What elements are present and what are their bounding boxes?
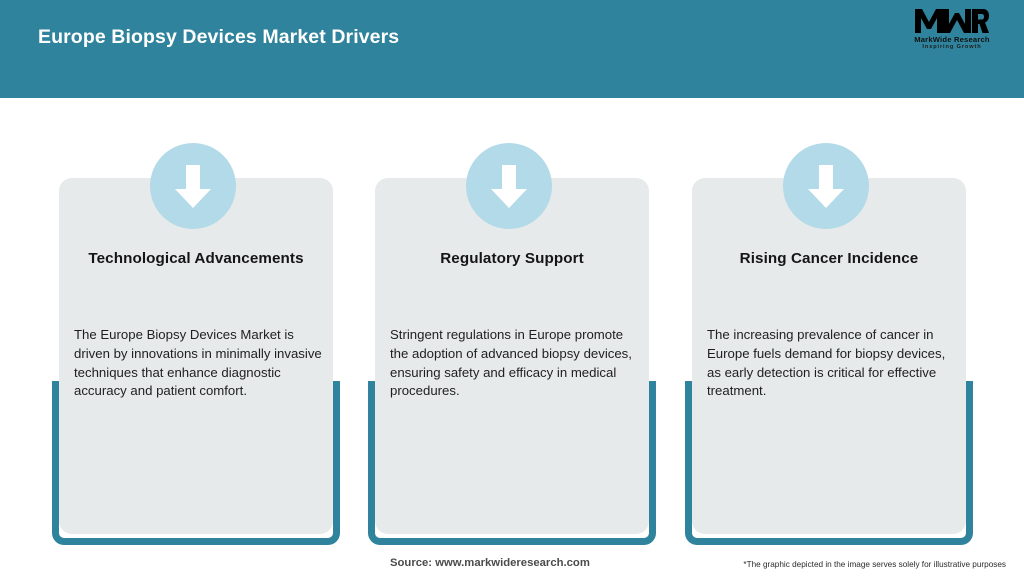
page-header: Europe Biopsy Devices Market Drivers Mar… (0, 0, 1024, 98)
logo-company-name: MarkWide Research (914, 35, 990, 44)
down-arrow-icon (783, 143, 869, 229)
card-title: Rising Cancer Incidence (739, 250, 919, 267)
card-description: The increasing prevalence of cancer in E… (707, 327, 946, 399)
card-teal-bracket (685, 381, 973, 545)
page-title: Europe Biopsy Devices Market Drivers (38, 26, 400, 48)
card-title: Technological Advancements (88, 250, 304, 267)
down-arrow-icon (466, 143, 552, 229)
card-panel (375, 178, 649, 534)
mwr-monogram-icon (898, 8, 1006, 34)
down-arrow-icon (150, 143, 236, 229)
card-panel (692, 178, 966, 534)
driver-card-1: Technological Advancements The Europe Bi… (49, 98, 343, 545)
drivers-card-row: Technological Advancements The Europe Bi… (0, 98, 1024, 545)
logo-tagline: Inspiring Growth (922, 44, 982, 50)
card-description: The Europe Biopsy Devices Market is driv… (74, 327, 322, 399)
card-description: Stringent regulations in Europe promote … (390, 327, 632, 399)
source-label: Source: www.markwideresearch.com (390, 557, 590, 569)
card-teal-bracket (52, 381, 340, 545)
card-title: Regulatory Support (440, 250, 584, 267)
driver-card-2: Regulatory Support Stringent regulations… (365, 98, 659, 545)
markwide-research-logo: MarkWide Research Inspiring Growth (898, 8, 1006, 56)
card-panel (59, 178, 333, 534)
disclaimer-label: *The graphic depicted in the image serve… (743, 560, 1006, 569)
card-teal-bracket (368, 381, 656, 545)
driver-card-3: Rising Cancer Incidence The increasing p… (682, 98, 976, 545)
